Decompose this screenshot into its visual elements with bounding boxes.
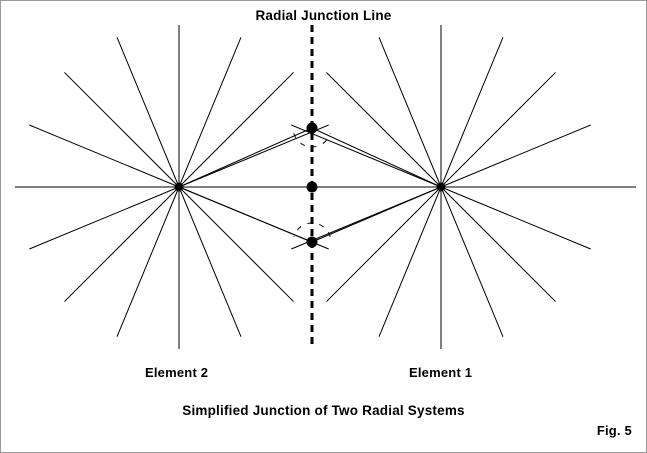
radial-spoke-element-2-68 — [178, 37, 242, 188]
radial-spoke-element-2-113 — [116, 37, 180, 188]
upper-junction-node — [306, 122, 318, 134]
radial-spoke-element-2-248 — [116, 186, 180, 337]
radial-spoke-element-1-113 — [378, 37, 442, 188]
right-hub-to-lower-node — [311, 186, 442, 243]
radial-spoke-element-2-203 — [29, 186, 180, 250]
radial-spoke-element-2-158 — [29, 124, 180, 188]
right-hub-to-upper-node — [311, 127, 442, 188]
junction-nodes-layer — [174, 122, 446, 248]
radial-spoke-element-2-293 — [178, 186, 242, 337]
radial-spoke-element-2-135 — [64, 72, 180, 188]
lower-junction-node — [306, 236, 318, 248]
radial-spoke-element-1-248 — [378, 186, 442, 337]
figure-number: Fig. 5 — [596, 423, 632, 438]
radial-spoke-element-1-135 — [326, 72, 442, 188]
junction-rays-layer — [178, 127, 442, 243]
left-hub-to-upper-node — [178, 127, 313, 188]
radial-spoke-element-1-338 — [440, 186, 591, 250]
label-element-2: Element 2 — [145, 365, 209, 380]
radial-spoke-element-1-23 — [440, 124, 591, 188]
radial-spoke-element-1-293 — [440, 186, 504, 337]
radial-spoke-element-1-68 — [440, 37, 504, 188]
center-junction-node — [306, 181, 318, 193]
left-hub-to-lower-node — [178, 186, 313, 243]
radial-spoke-element-1-158 — [291, 124, 442, 188]
radial-spoke-element-2-23 — [178, 124, 329, 188]
radial-spoke-element-2-45 — [178, 72, 294, 188]
figure-caption: Simplified Junction of Two Radial System… — [182, 403, 465, 418]
radial-spoke-element-1-225 — [326, 186, 442, 302]
hub-center-element-1 — [436, 182, 446, 192]
label-element-1: Element 1 — [409, 365, 473, 380]
radial-spoke-element-1-45 — [440, 72, 556, 188]
diagram-title: Radial Junction Line — [255, 8, 392, 23]
radial-spoke-element-2-225 — [64, 186, 180, 302]
hub-center-element-2 — [174, 182, 184, 192]
radial-spoke-element-2-315 — [178, 186, 294, 302]
radial-spoke-element-1-315 — [440, 186, 556, 302]
